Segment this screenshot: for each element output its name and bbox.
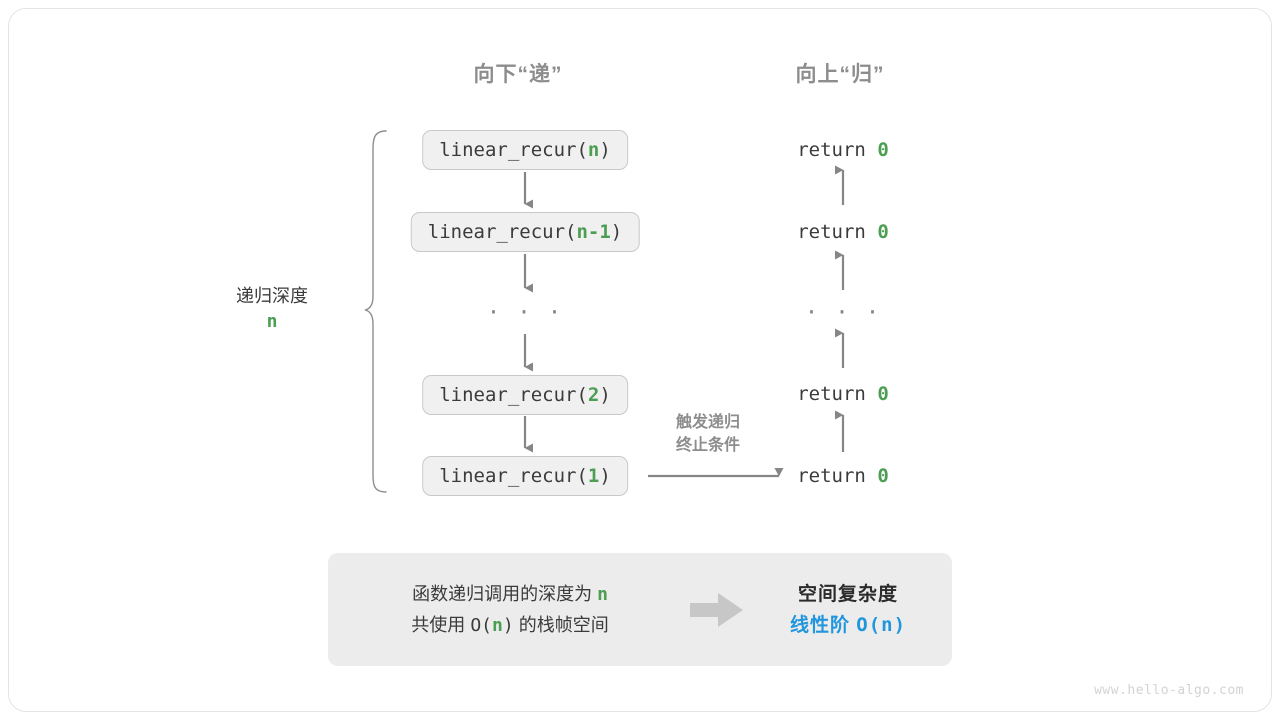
- call-box-2-suffix: ): [599, 384, 611, 406]
- return-label-2-keyword: return: [797, 383, 878, 405]
- return-label-1: return 0: [797, 221, 889, 243]
- summary-left-line2-value: n: [492, 614, 503, 636]
- call-box-0-arg: n: [587, 139, 600, 161]
- call-box-0-suffix: ): [599, 139, 611, 161]
- summary-right-line1: 空间复杂度: [797, 583, 898, 605]
- summary-left-line2-close: ): [502, 614, 514, 636]
- summary-left-line1: 函数递归调用的深度为 n: [340, 579, 680, 610]
- call-box-3-suffix: ): [599, 465, 611, 487]
- return-label-3-value: 0: [877, 465, 889, 487]
- return-label-0-keyword: return: [797, 139, 878, 161]
- heading-ascend: 向上“归”: [795, 63, 885, 86]
- summary-left-line2-bigo: O(: [470, 614, 492, 636]
- call-box-1-suffix: ): [610, 221, 623, 243]
- ellipsis-ascend: · · ·: [804, 300, 882, 326]
- call-box-0[interactable]: linear_recur(n): [422, 130, 628, 170]
- summary-left-line2: 共使用 O(n) 的栈帧空间: [340, 610, 680, 641]
- return-label-3: return 0: [797, 465, 889, 487]
- ellipsis-descend: · · ·: [486, 300, 564, 326]
- summary-arrow-wrap: [680, 590, 754, 630]
- summary-left-text: 函数递归调用的深度为 n 共使用 O(n) 的栈帧空间: [328, 579, 680, 641]
- recursion-depth-text: 递归深度: [236, 286, 308, 306]
- return-label-1-value: 0: [877, 221, 889, 243]
- return-label-1-keyword: return: [797, 221, 878, 243]
- summary-panel: 函数递归调用的深度为 n 共使用 O(n) 的栈帧空间 空间复杂度 线性阶 O(…: [328, 553, 952, 666]
- summary-left-line1-text: 函数递归调用的深度为: [412, 583, 598, 604]
- call-box-3-arg: 1: [587, 465, 600, 487]
- trigger-note-line1: 触发递归: [675, 414, 741, 431]
- trigger-note: 触发递归 终止条件: [676, 411, 740, 457]
- call-box-0-prefix: linear_recur(: [439, 139, 588, 161]
- right-arrow-icon: [690, 592, 743, 627]
- return-label-0: return 0: [797, 139, 889, 161]
- summary-right-line2: 线性阶 O(n): [754, 610, 942, 641]
- summary-left-line1-value: n: [597, 583, 608, 605]
- recursion-depth-value: n: [266, 311, 278, 332]
- call-box-2-arg: 2: [587, 384, 600, 406]
- summary-right-text: 空间复杂度 线性阶 O(n): [754, 579, 952, 641]
- return-label-2-value: 0: [877, 383, 889, 405]
- return-label-3-keyword: return: [797, 465, 878, 487]
- recursion-depth-label: 递归深度 n: [236, 283, 308, 335]
- trigger-note-line2: 终止条件: [675, 437, 741, 454]
- summary-left-line2-tail: 的栈帧空间: [513, 614, 609, 635]
- return-label-0-value: 0: [877, 139, 889, 161]
- call-box-2[interactable]: linear_recur(2): [422, 375, 628, 415]
- call-box-3[interactable]: linear_recur(1): [422, 456, 628, 496]
- call-box-3-prefix: linear_recur(: [439, 465, 588, 487]
- return-label-2: return 0: [797, 383, 889, 405]
- summary-left-line2-text: 共使用: [411, 614, 471, 635]
- watermark: www.hello-algo.com: [1094, 683, 1244, 698]
- call-box-2-prefix: linear_recur(: [439, 384, 588, 406]
- summary-right-line2-text: 线性阶: [789, 614, 857, 636]
- heading-descend: 向下“递”: [473, 63, 563, 86]
- call-box-1[interactable]: linear_recur(n-1): [410, 212, 640, 252]
- call-box-1-prefix: linear_recur(: [427, 221, 577, 243]
- summary-right-line2-bigo: O(n): [856, 613, 907, 636]
- call-box-1-arg: n-1: [576, 221, 611, 243]
